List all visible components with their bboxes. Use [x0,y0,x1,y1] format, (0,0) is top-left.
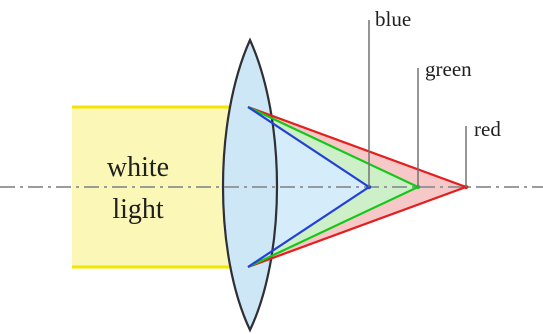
blue-label: blue [375,7,411,31]
green-label: green [425,57,472,81]
white-light-label-line1: white [107,152,169,183]
white-light-label-line2: light [112,194,164,225]
red-label: red [474,117,501,141]
